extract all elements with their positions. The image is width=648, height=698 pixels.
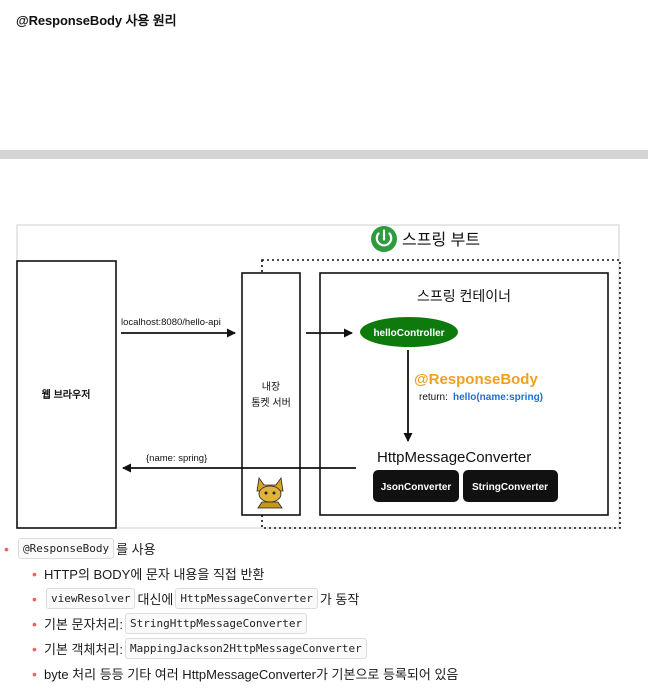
inline-code: MappingJackson2HttpMessageConverter — [124, 638, 367, 659]
browser-label: 웹 브라우저 — [42, 388, 91, 401]
list-item: • HTTP의 BODY에 문자 내용을 직접 반환 — [32, 564, 264, 583]
bullet-icon: • — [32, 615, 37, 632]
bullet-icon: • — [32, 590, 37, 607]
tomcat-box — [241, 272, 301, 516]
request-label: localhost:8080/hello-api — [121, 317, 221, 328]
controller-label: helloController — [373, 328, 444, 339]
list-item-text: 가 동작 — [319, 592, 360, 607]
section-divider — [0, 150, 648, 159]
return-value: hello(name:spring) — [453, 392, 543, 403]
converter-label: HttpMessageConverter — [377, 449, 531, 466]
container-label: 스프링 컨테이너 — [417, 288, 511, 304]
tomcat-label-line1: 내장 — [262, 381, 280, 393]
list-item-text: 대신에 — [137, 592, 174, 607]
browser-box — [16, 260, 117, 529]
list-item-text: HTTP의 BODY에 문자 내용을 직접 반환 — [44, 567, 265, 582]
spring-boot-label: 스프링 부트 — [402, 231, 480, 249]
inline-code: StringHttpMessageConverter — [124, 613, 308, 634]
list-item: • @ResponseBody 를 사용 — [4, 538, 156, 559]
bullet-icon: • — [32, 565, 37, 582]
tomcat-label-line2: 톰켓 서버 — [251, 397, 291, 409]
architecture-diagram: 스프링 부트 웹 브라우저 내장 톰켓 서버 스프링 컨테이너 helloCon… — [16, 224, 621, 529]
tomcat-cat-icon — [256, 476, 284, 509]
list-item-text: 기본 문자처리: — [44, 617, 123, 632]
spring-power-icon — [371, 226, 397, 252]
list-item-text: 를 사용 — [116, 542, 156, 557]
inline-code: viewResolver — [46, 588, 136, 609]
list-item-text: byte 처리 등등 기타 여러 HttpMessageConverter가 기… — [44, 667, 459, 682]
list-item: • byte 처리 등등 기타 여러 HttpMessageConverter가… — [32, 664, 458, 683]
list-item-text: 기본 객체처리: — [44, 642, 123, 657]
list-item: • viewResolver 대신에 HttpMessageConverter … — [32, 588, 359, 609]
page-title: @ResponseBody 사용 원리 — [16, 13, 177, 28]
json-converter-box — [373, 470, 459, 502]
string-converter-label: StringConverter — [472, 482, 548, 493]
json-converter-label: JsonConverter — [381, 482, 452, 493]
bullet-icon: • — [32, 665, 37, 682]
bullet-icon: • — [32, 640, 37, 657]
hello-controller-node — [360, 317, 458, 347]
list-item: • 기본 문자처리: StringHttpMessageConverter — [32, 613, 309, 634]
spring-boot-boundary — [261, 259, 621, 529]
response-label: {name: spring} — [146, 453, 207, 464]
string-converter-box — [463, 470, 558, 502]
inline-code: HttpMessageConverter — [175, 588, 318, 609]
return-prefix: return: — [419, 392, 448, 403]
bullet-icon: • — [4, 540, 9, 557]
response-body-annotation: @ResponseBody — [414, 371, 538, 388]
inline-code: @ResponseBody — [18, 538, 115, 559]
list-item: • 기본 객체처리: MappingJackson2HttpMessageCon… — [32, 638, 369, 659]
